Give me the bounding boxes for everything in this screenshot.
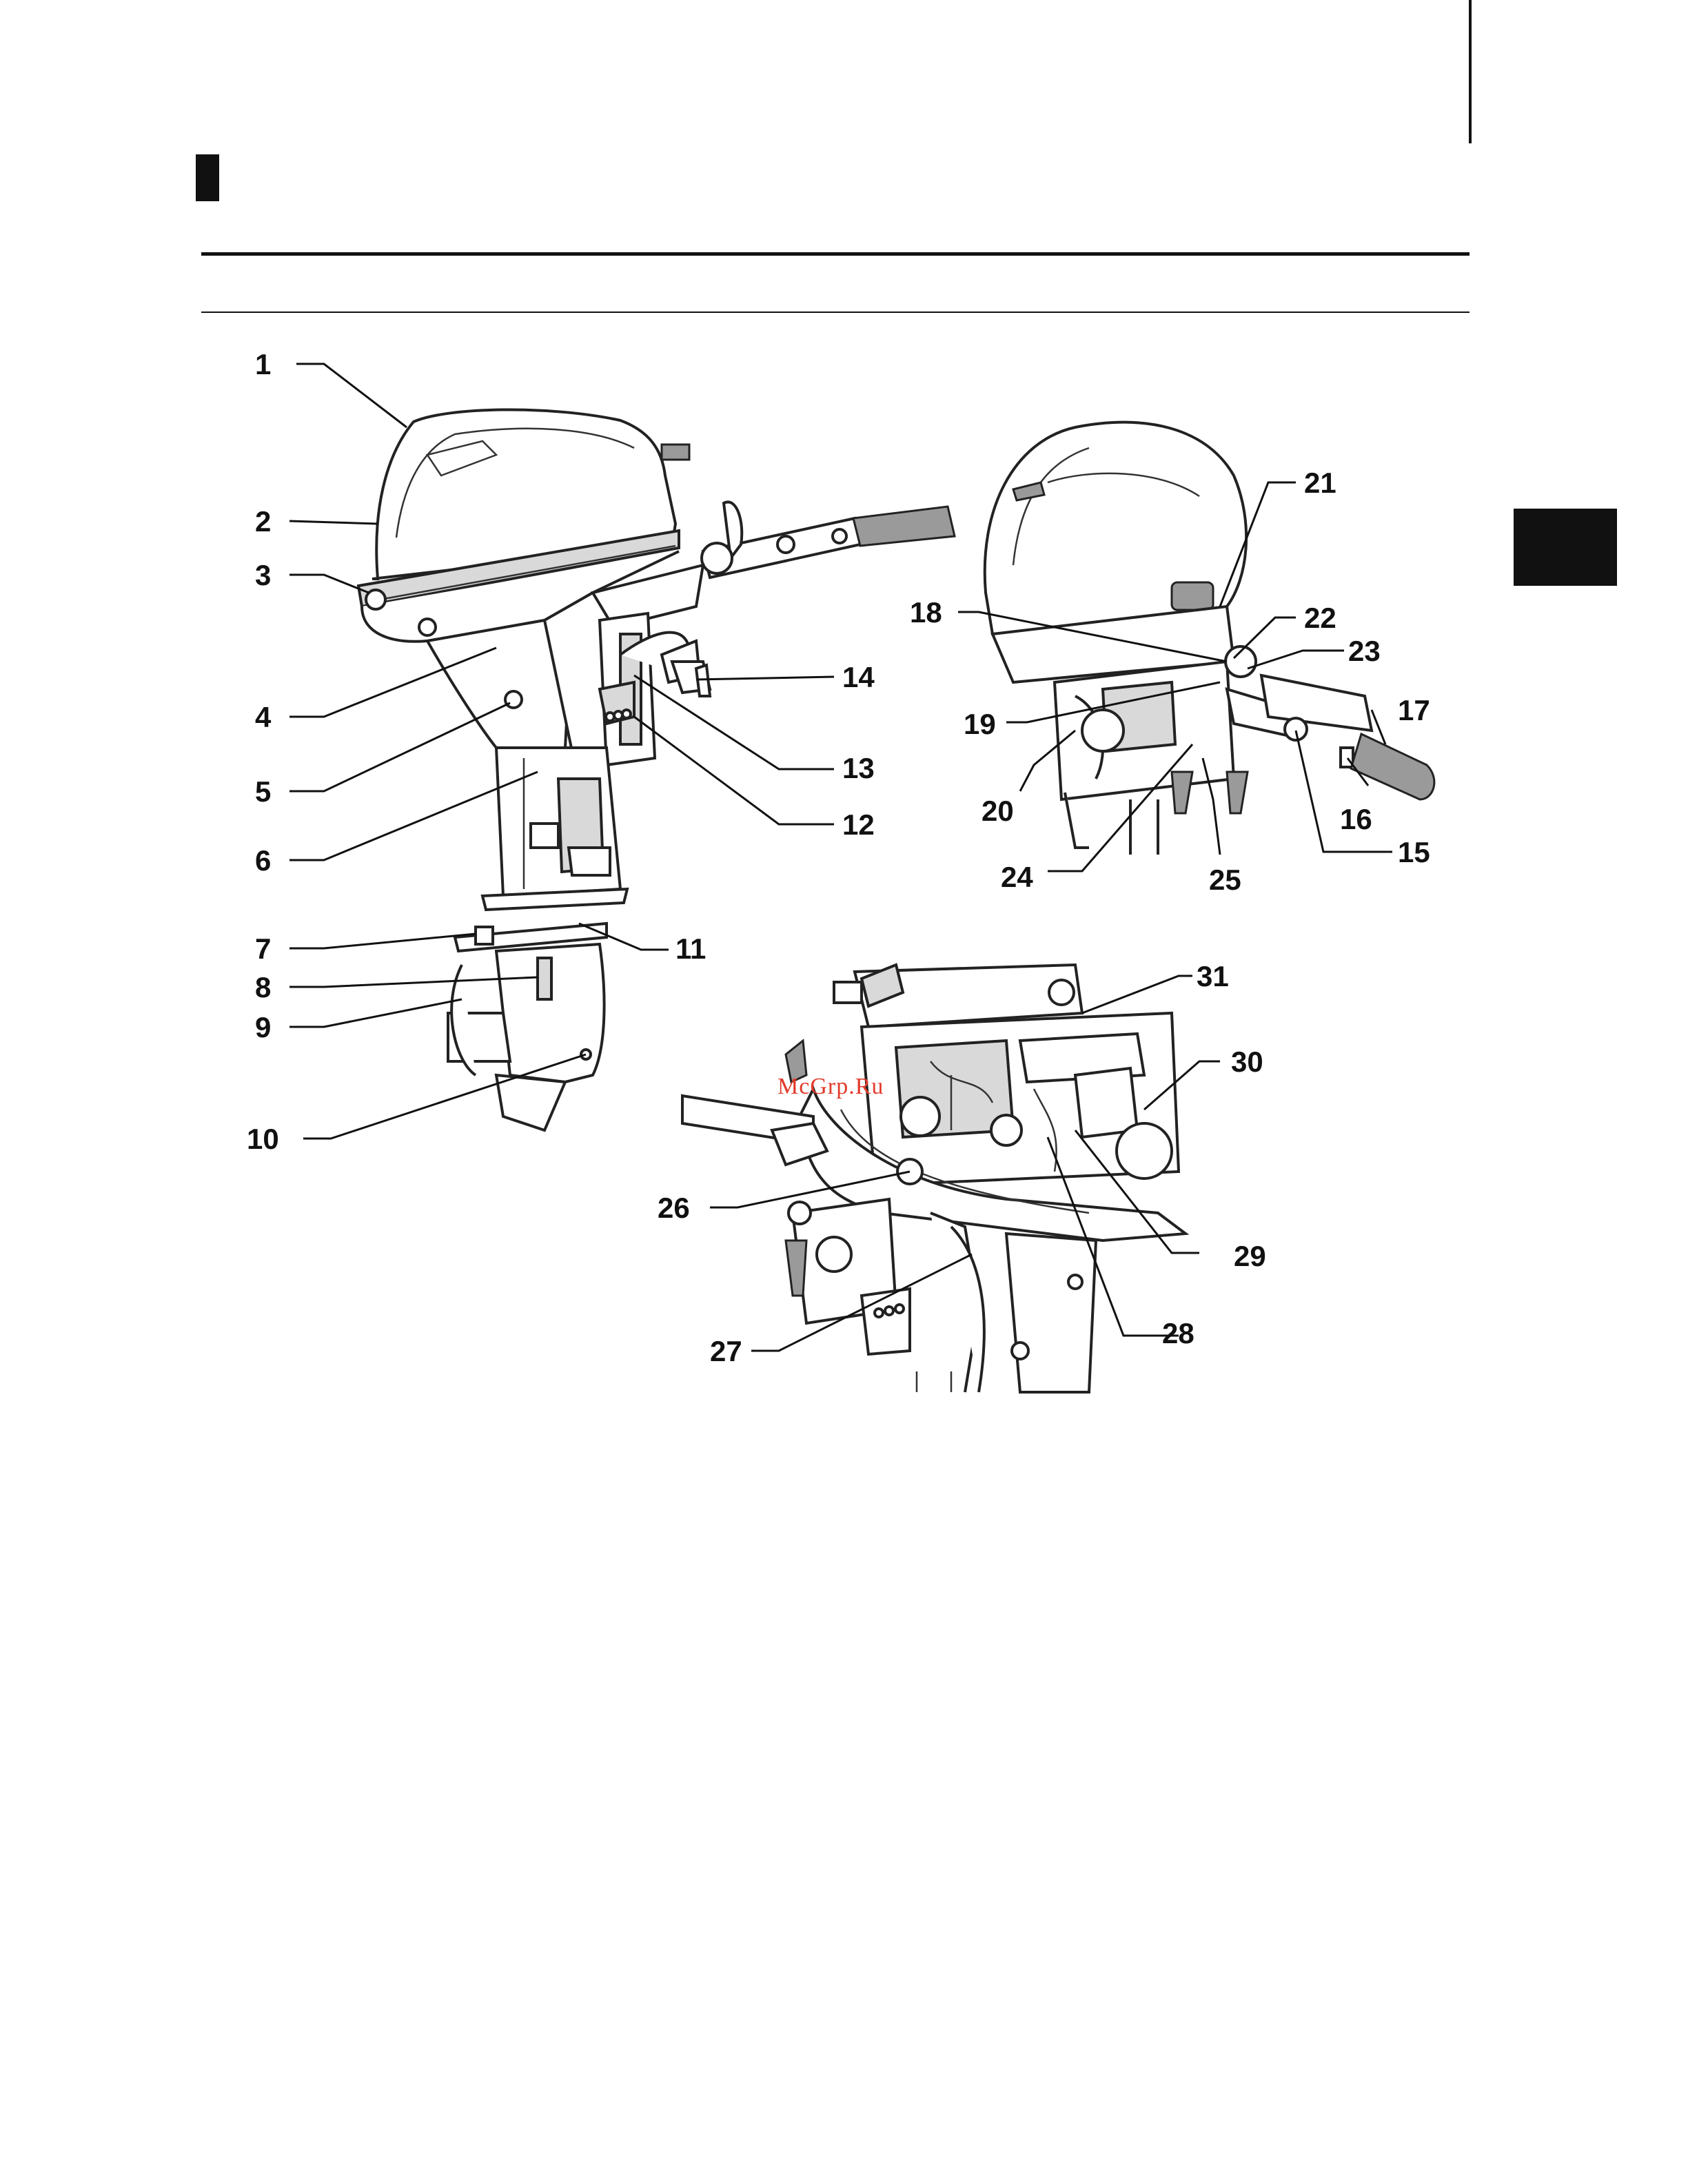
callout-8: 8 bbox=[255, 973, 271, 1002]
callout-25: 25 bbox=[1209, 866, 1241, 895]
callout-27: 27 bbox=[710, 1337, 742, 1366]
callout-3: 3 bbox=[255, 561, 271, 590]
callout-20: 20 bbox=[982, 797, 1014, 826]
callout-11: 11 bbox=[675, 935, 706, 963]
callout-1: 1 bbox=[255, 350, 271, 379]
callout-18: 18 bbox=[910, 598, 942, 627]
callout-17: 17 bbox=[1398, 696, 1430, 725]
watermark: McGrp.Ru bbox=[777, 1074, 884, 1100]
callout-28: 28 bbox=[1162, 1319, 1194, 1348]
callout-22: 22 bbox=[1304, 604, 1336, 633]
engine-view-motor bbox=[682, 965, 1186, 1392]
callout-26: 26 bbox=[658, 1194, 690, 1223]
callout-5: 5 bbox=[255, 777, 271, 806]
callout-10: 10 bbox=[247, 1125, 279, 1154]
callout-19: 19 bbox=[964, 710, 996, 739]
callout-12: 12 bbox=[842, 810, 875, 839]
callout-15: 15 bbox=[1398, 838, 1430, 867]
callout-6: 6 bbox=[255, 846, 271, 875]
callout-4: 4 bbox=[255, 703, 271, 732]
callout-16: 16 bbox=[1340, 805, 1372, 834]
callout-23: 23 bbox=[1348, 637, 1381, 666]
callout-30: 30 bbox=[1231, 1048, 1263, 1076]
callout-21: 21 bbox=[1304, 469, 1336, 498]
callout-13: 13 bbox=[842, 754, 875, 783]
callout-7: 7 bbox=[255, 935, 271, 963]
callout-9: 9 bbox=[255, 1013, 271, 1042]
callout-24: 24 bbox=[1001, 863, 1033, 892]
callout-14: 14 bbox=[842, 663, 875, 692]
callout-29: 29 bbox=[1234, 1242, 1266, 1271]
callout-31: 31 bbox=[1197, 962, 1229, 991]
callout-2: 2 bbox=[255, 507, 271, 536]
